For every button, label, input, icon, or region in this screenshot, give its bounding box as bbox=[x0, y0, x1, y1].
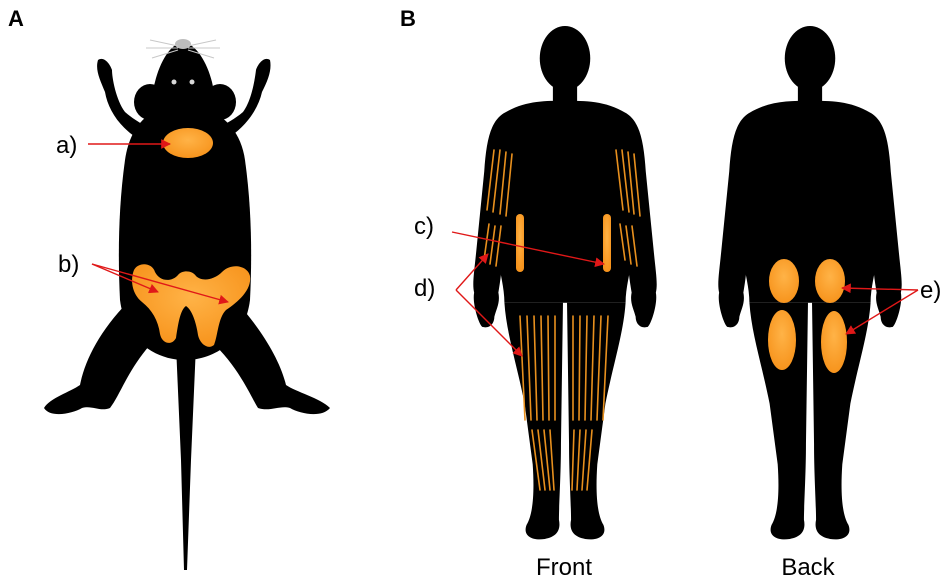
mouse-tail bbox=[176, 345, 196, 570]
callout-a-label: a) bbox=[56, 132, 77, 159]
mouse-ear-right bbox=[204, 84, 236, 120]
callout-c-label: c) bbox=[414, 213, 434, 240]
front-fat-strip-left bbox=[516, 214, 524, 272]
caption-back: Back bbox=[781, 554, 835, 581]
caption-front: Front bbox=[536, 554, 592, 581]
back-fat-thigh-left bbox=[768, 310, 796, 370]
back-fat-thigh-right bbox=[821, 311, 847, 373]
callout-b-label: b) bbox=[58, 251, 79, 278]
mouse-eye-right bbox=[190, 80, 195, 85]
human-front-illustration bbox=[473, 26, 656, 539]
mouse-fat-depot-a bbox=[163, 128, 213, 158]
panel-b-letter: B bbox=[400, 6, 416, 31]
mouse-ear-left bbox=[134, 84, 166, 120]
back-fat-buttock-right bbox=[815, 259, 845, 303]
front-fat-strip-right bbox=[603, 214, 611, 272]
panel-a-letter: A bbox=[8, 6, 24, 31]
callout-d-label: d) bbox=[414, 275, 435, 302]
human-back-illustration bbox=[718, 26, 901, 539]
back-fat-buttock-left bbox=[769, 259, 799, 303]
mouse-eye-left bbox=[172, 80, 177, 85]
callout-e-label: e) bbox=[920, 277, 941, 304]
mouse-illustration bbox=[44, 39, 330, 570]
